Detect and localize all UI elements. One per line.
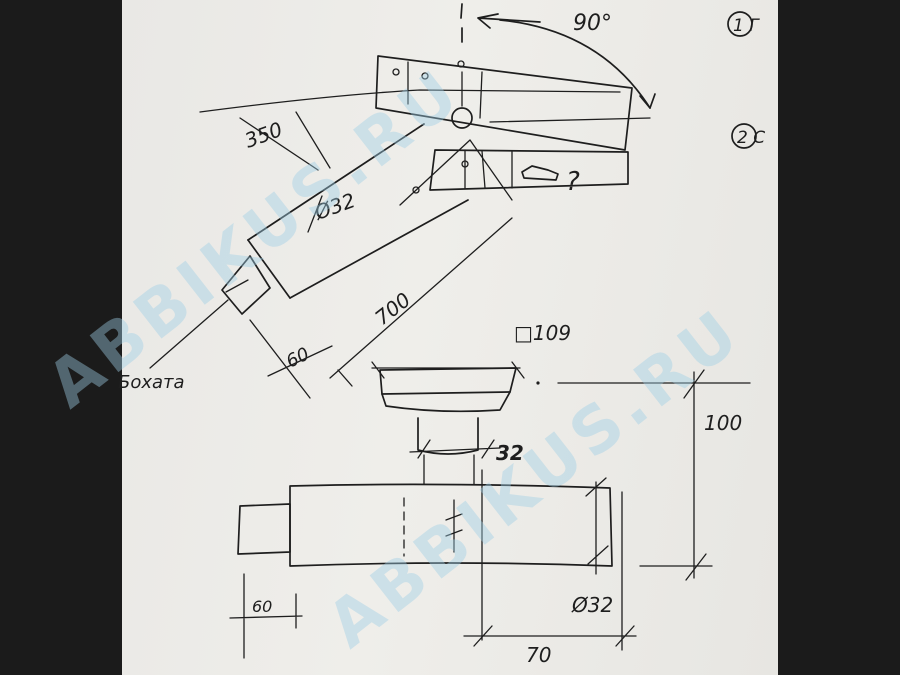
tube-bottom-edge <box>289 199 469 299</box>
flange-dim <box>371 361 525 379</box>
tube-joint <box>399 139 513 206</box>
note-1-circle <box>727 11 753 37</box>
watermark-2: ABBIKUS.RU <box>314 295 756 663</box>
note-2-circle <box>731 123 757 149</box>
dim-350: 350 <box>242 117 286 153</box>
tube-end <box>247 239 291 299</box>
neck-legs <box>423 454 475 485</box>
rotation-arc <box>499 19 651 109</box>
dim-60-lines <box>249 319 333 399</box>
tube-top-edge <box>247 123 425 241</box>
flange-top <box>379 367 517 395</box>
question-mark: ? <box>566 167 580 197</box>
upper-block-divisions <box>407 61 483 119</box>
car-icon <box>521 165 559 181</box>
diameter-label-bottom: Ø32 <box>571 593 613 617</box>
rotation-arrowhead <box>639 93 656 109</box>
neck-dim <box>409 439 501 459</box>
dim-60-bottom: 60 <box>252 597 272 616</box>
dim-70-lines <box>463 625 637 647</box>
upper-hole-2 <box>421 72 429 80</box>
side-label: Бохата <box>118 372 185 393</box>
dim-350-lines <box>239 111 331 171</box>
body-end-cap <box>237 503 291 555</box>
side-notes: 1 Г 2 С <box>727 11 765 149</box>
body-mark <box>445 499 463 553</box>
dim-60-bottom-lines <box>229 573 303 659</box>
dim-700-line <box>329 217 513 379</box>
dim-70: 70 <box>526 643 551 667</box>
dim-700: 700 <box>370 288 415 330</box>
dim-100-tick-top <box>683 369 705 399</box>
dim-100-tick-bottom <box>639 553 713 581</box>
flange-bottom <box>381 391 511 413</box>
neck-label: 32 <box>496 441 524 465</box>
upper-hole-1 <box>392 68 400 76</box>
watermarks: ABBIKUS.RU ABBIKUS.RU <box>34 55 756 663</box>
square-label: □109 <box>514 321 571 345</box>
lower-block <box>429 149 629 191</box>
body-right-ticks <box>585 477 609 575</box>
lower-block-divisions <box>464 149 513 189</box>
lower-hole <box>461 160 469 168</box>
input-line <box>149 299 229 369</box>
angle-label: 90° <box>573 11 612 36</box>
dim-700-tick <box>337 369 353 387</box>
upper-hole-3 <box>457 60 465 68</box>
top-view-sketch: 90° ? <box>118 3 656 399</box>
note-2: 2 С <box>737 128 765 148</box>
pivot-circle <box>451 107 473 129</box>
upper-block <box>375 55 633 151</box>
neck <box>417 417 479 455</box>
lower-hole-2 <box>412 186 420 194</box>
reference-line-right <box>489 117 651 123</box>
end-cap-arrow <box>225 279 249 293</box>
axis-vertical-top <box>460 3 463 43</box>
note-1: 1 Г <box>733 16 760 36</box>
arrow-left-top <box>477 13 541 29</box>
diameter-leader <box>307 195 323 233</box>
tube-end-cap <box>221 255 271 315</box>
dot-mark <box>536 381 540 385</box>
dim-100: 100 <box>704 411 742 435</box>
bottom-view-sketch: □109 32 100 Ø32 <box>229 321 751 667</box>
main-body <box>289 483 613 567</box>
